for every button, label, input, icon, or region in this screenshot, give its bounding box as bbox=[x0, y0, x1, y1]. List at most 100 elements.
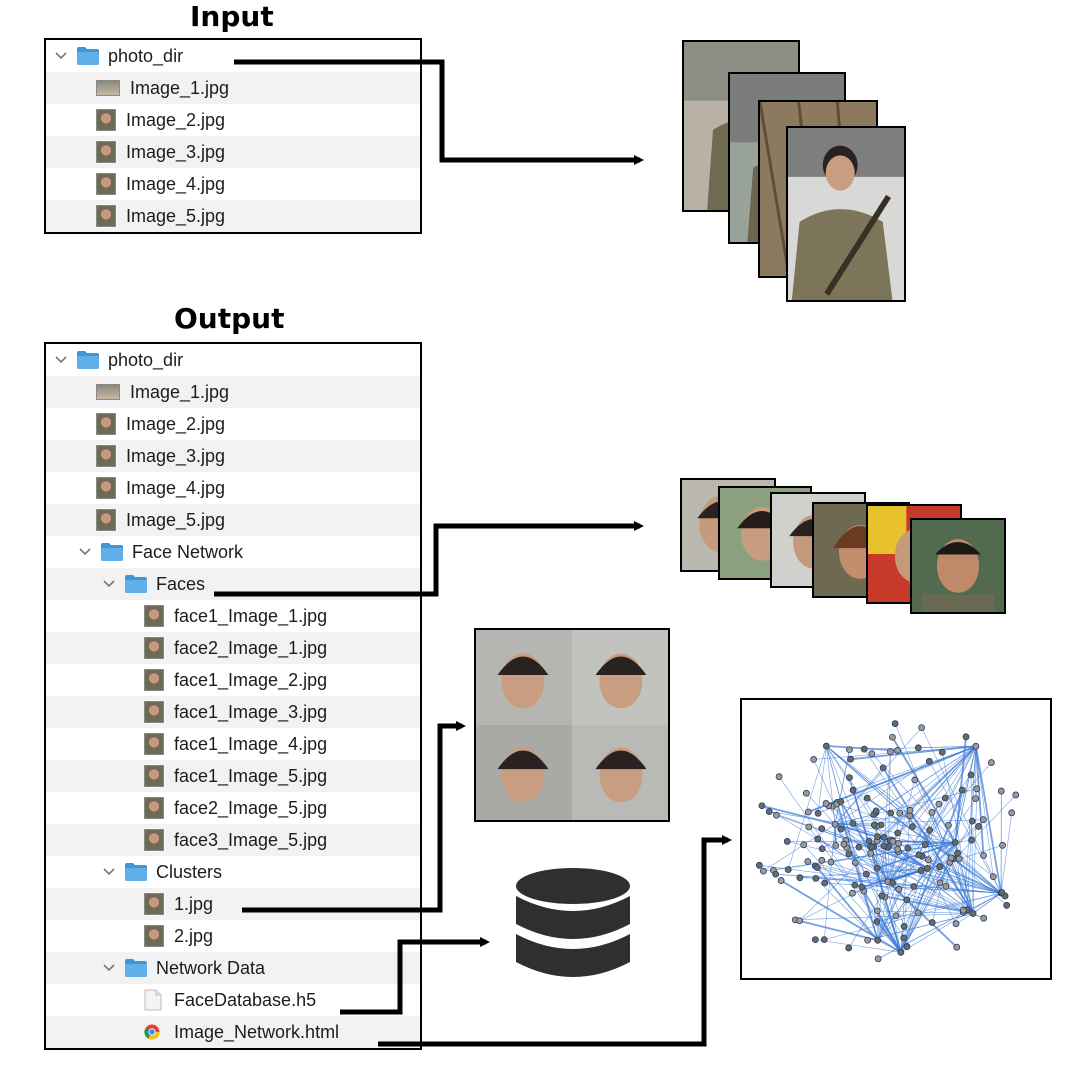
tree-file-row[interactable]: 1.jpg bbox=[46, 888, 420, 920]
network-node bbox=[811, 936, 819, 944]
tree-file-row[interactable]: Image_Network.html bbox=[46, 1016, 420, 1048]
tree-file-row[interactable]: Image_1.jpg bbox=[46, 72, 420, 104]
arrow-database bbox=[340, 937, 490, 1015]
network-node bbox=[903, 943, 911, 950]
network-graph bbox=[740, 698, 1052, 980]
network-node bbox=[897, 948, 905, 956]
network-node bbox=[947, 854, 955, 862]
input-photo-4 bbox=[786, 126, 906, 302]
network-node bbox=[911, 776, 919, 784]
tree-file-row[interactable]: Image_5.jpg bbox=[46, 200, 420, 232]
tree-file-row[interactable]: face1_Image_4.jpg bbox=[46, 728, 420, 760]
tree-file-row[interactable]: Image_3.jpg bbox=[46, 440, 420, 472]
tree-folder-row[interactable]: photo_dir bbox=[46, 344, 420, 376]
network-edge bbox=[900, 866, 940, 953]
tree-file-row[interactable]: Image_4.jpg bbox=[46, 472, 420, 504]
network-edge bbox=[826, 745, 910, 816]
tree-folder-row[interactable]: photo_dir bbox=[46, 40, 420, 72]
network-edge bbox=[958, 858, 1002, 894]
network-node bbox=[804, 858, 812, 865]
network-edge bbox=[874, 825, 902, 953]
tree-folder-row[interactable]: Face Network bbox=[46, 536, 420, 568]
network-node bbox=[968, 836, 975, 844]
tree-item-label: Faces bbox=[156, 573, 206, 594]
tree-file-row[interactable]: Image_2.jpg bbox=[46, 408, 420, 440]
network-edge bbox=[887, 779, 916, 882]
network-node bbox=[962, 733, 970, 741]
network-node bbox=[874, 936, 882, 944]
tree-file-row[interactable]: face1_Image_3.jpg bbox=[46, 696, 420, 728]
network-node bbox=[855, 843, 863, 851]
chevron-down-icon[interactable] bbox=[78, 545, 92, 559]
network-edge bbox=[892, 841, 1002, 894]
network-node bbox=[1012, 791, 1020, 799]
network-edge bbox=[871, 746, 977, 848]
tree-file-row[interactable]: face2_Image_1.jpg bbox=[46, 632, 420, 664]
tree-file-row[interactable]: Image_2.jpg bbox=[46, 104, 420, 136]
network-node bbox=[775, 773, 783, 781]
network-node bbox=[987, 759, 995, 766]
chevron-down-icon[interactable] bbox=[54, 49, 68, 63]
tree-file-row[interactable]: 2.jpg bbox=[46, 920, 420, 952]
tree-folder-row[interactable]: Network Data bbox=[46, 952, 420, 984]
tree-file-row[interactable]: face1_Image_2.jpg bbox=[46, 664, 420, 696]
image-thumbnail-icon bbox=[144, 669, 164, 691]
network-edge bbox=[900, 892, 1002, 953]
network-node bbox=[975, 823, 982, 830]
chevron-down-icon[interactable] bbox=[102, 865, 116, 879]
chevron-down-icon[interactable] bbox=[102, 577, 116, 591]
network-edge bbox=[957, 853, 1002, 894]
network-node bbox=[1003, 901, 1011, 909]
network-node bbox=[818, 845, 826, 853]
tree-folder-row[interactable]: Clusters bbox=[46, 856, 420, 888]
network-node bbox=[879, 764, 887, 772]
chevron-down-icon[interactable] bbox=[54, 353, 68, 367]
chevron-down-icon[interactable] bbox=[102, 961, 116, 975]
network-edge bbox=[834, 824, 964, 913]
network-node bbox=[777, 877, 785, 884]
tree-item-label: face3_Image_5.jpg bbox=[174, 829, 328, 850]
image-thumbnail-icon bbox=[144, 797, 164, 819]
image-thumbnail-icon bbox=[144, 733, 164, 755]
network-node bbox=[813, 864, 821, 872]
network-node bbox=[845, 850, 853, 858]
network-edge bbox=[807, 861, 888, 883]
network-edge bbox=[826, 745, 865, 892]
tree-item-label: photo_dir bbox=[108, 349, 184, 370]
network-node bbox=[969, 910, 977, 917]
network-node bbox=[868, 750, 876, 758]
tree-file-row[interactable]: Image_1.jpg bbox=[46, 376, 420, 408]
network-node bbox=[874, 955, 882, 963]
network-node bbox=[921, 841, 929, 849]
tree-file-row[interactable]: Image_4.jpg bbox=[46, 168, 420, 200]
network-node bbox=[820, 936, 828, 944]
network-node bbox=[873, 907, 881, 915]
tree-file-row[interactable]: face3_Image_5.jpg bbox=[46, 824, 420, 856]
network-edge bbox=[834, 760, 930, 825]
tree-file-row[interactable]: Image_3.jpg bbox=[46, 136, 420, 168]
image-thumbnail-icon bbox=[144, 829, 164, 851]
tree-file-row[interactable]: FaceDatabase.h5 bbox=[46, 984, 420, 1016]
network-node bbox=[758, 802, 766, 810]
tree-file-row[interactable]: face1_Image_1.jpg bbox=[46, 600, 420, 632]
tree-item-label: face1_Image_5.jpg bbox=[174, 765, 328, 786]
tree-file-row[interactable]: face1_Image_5.jpg bbox=[46, 760, 420, 792]
network-edge bbox=[877, 848, 909, 941]
network-node bbox=[980, 852, 987, 859]
network-node bbox=[874, 833, 881, 840]
network-edge bbox=[759, 865, 888, 883]
image-thumbnail-icon bbox=[96, 141, 116, 163]
tree-file-row[interactable]: Image_5.jpg bbox=[46, 504, 420, 536]
folder-icon bbox=[76, 350, 100, 370]
tree-file-row[interactable]: face2_Image_5.jpg bbox=[46, 792, 420, 824]
network-node bbox=[904, 844, 912, 852]
network-edge bbox=[881, 894, 974, 915]
folder-icon bbox=[100, 542, 124, 562]
network-edge bbox=[848, 746, 977, 949]
network-edge bbox=[900, 853, 958, 953]
network-node bbox=[903, 896, 911, 904]
network-node bbox=[980, 816, 987, 824]
network-node bbox=[765, 808, 773, 815]
network-node bbox=[802, 789, 810, 797]
image-thumbnail-icon bbox=[144, 605, 164, 627]
